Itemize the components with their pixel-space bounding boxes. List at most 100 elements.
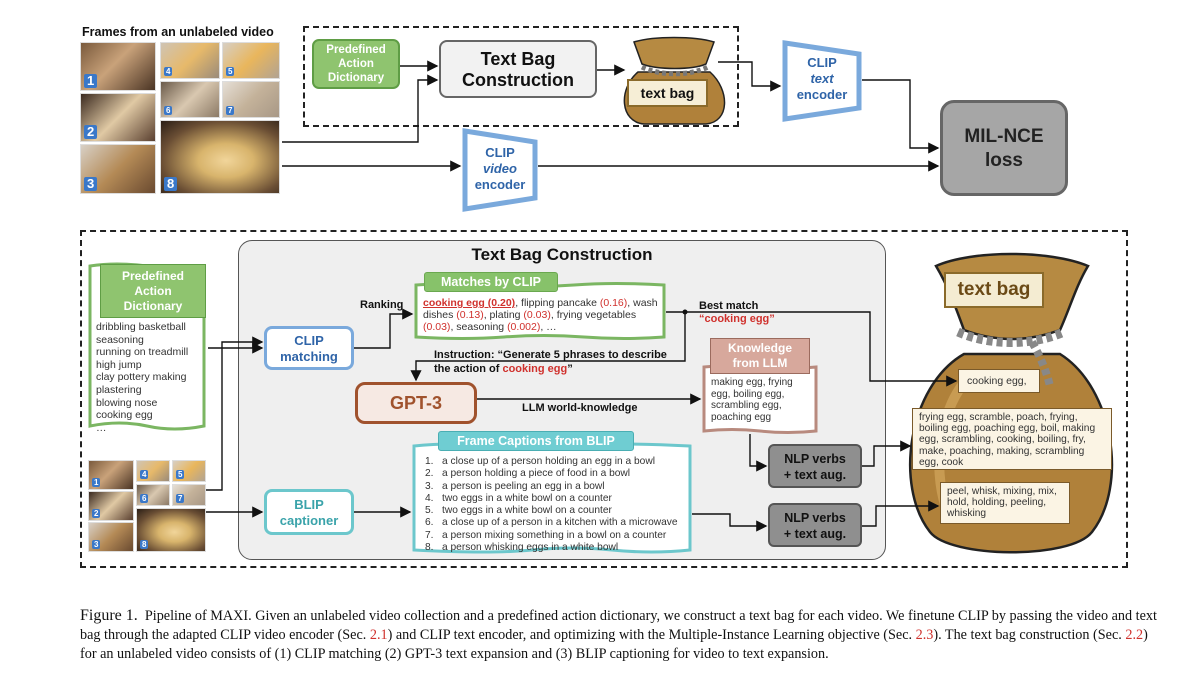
blip-line: captioner	[279, 513, 339, 528]
arrow-matching-to-matches	[354, 308, 414, 349]
match-score: (0.03)	[423, 320, 451, 333]
frame-number: 3	[84, 177, 98, 191]
instruction-line-2: the action of cooking egg”	[434, 362, 667, 376]
frame-number: 4	[140, 470, 149, 479]
video-frame: 4	[160, 42, 220, 79]
blip-captioner-box: BLIP captioner	[264, 489, 354, 535]
text-bag-construction-box: Text Bag Construction	[439, 40, 597, 98]
frame-number: 7	[176, 494, 185, 503]
caption-item: 7. a person mixing something in a bowl o…	[425, 529, 667, 541]
bag-llm-words: frying egg, scramble, poach, frying, boi…	[912, 408, 1112, 470]
caption-item: 1. a close up of a person holding an egg…	[425, 456, 655, 467]
caption-item: 3. a person is peeling an egg in a bowl	[425, 480, 605, 492]
predefined-line: Predefined	[121, 269, 184, 283]
ranking-label: Ranking	[360, 299, 404, 311]
gpt3-box: GPT-3	[355, 382, 477, 424]
caption-text: a person mixing something in a bowl on a…	[442, 529, 667, 541]
video-frame: 6	[136, 484, 170, 506]
dictionary-item: cooking egg	[96, 409, 153, 422]
match-score: (0.16)	[599, 297, 628, 309]
figure-label: Figure 1.	[80, 607, 138, 624]
caption-part: ). The text bag construction (Sec.	[933, 627, 1126, 643]
caption-text: a person whisking eggs in a white bowl	[442, 542, 619, 554]
clip-text-line: encoder	[796, 87, 848, 102]
video-frame: 8	[160, 120, 280, 194]
video-frame: 5	[222, 42, 280, 79]
arrow-nlp-to-bag-llm	[862, 440, 912, 467]
dictionary-item: …	[96, 421, 107, 434]
caption-text: a person is peeling an egg in a bowl	[442, 480, 605, 492]
arrow-nlp-to-bag-blip	[862, 500, 940, 527]
video-frame: 2	[88, 491, 134, 521]
match-text: , flipping pancake	[515, 297, 600, 309]
video-frame: 4	[136, 460, 170, 482]
video-frame: 7	[222, 81, 280, 118]
caption-ref[interactable]: 2.3	[915, 627, 934, 643]
video-frame: 1	[80, 42, 156, 91]
top-frames: 1 2 3 4 5 6 7 8	[80, 42, 280, 194]
match-text: , plating	[483, 308, 524, 321]
arrow-text-encoder-to-loss	[862, 79, 940, 154]
clip-matching-line: matching	[280, 349, 338, 364]
loss-line: MIL-NCE	[964, 126, 1044, 147]
caption-item: 5. two eggs in a white bowl on a counter	[425, 505, 612, 517]
predefined-dictionary-box: Predefined Action Dictionary	[312, 39, 400, 89]
text-bag-pipeline-region	[303, 26, 739, 127]
frame-number: 5	[226, 67, 235, 76]
dictionary-item: dribbling basketball	[96, 321, 186, 333]
captions-header: Frame Captions from BLIP	[438, 431, 634, 451]
instruction-text: Instruction: “Generate 5 phrases to desc…	[434, 348, 667, 376]
construction-line: Construction	[462, 70, 574, 90]
nlp-verbs-box-blip: NLP verbs + text aug.	[768, 503, 862, 547]
predefined-dictionary-header: Predefined Action Dictionary	[100, 264, 206, 318]
nlp-line: NLP verbs	[784, 452, 846, 466]
llm-world-knowledge-label: LLM world-knowledge	[522, 402, 638, 414]
knowledge-text: making egg, frying egg, boiling egg, scr…	[711, 377, 793, 423]
construction-line: Text Bag	[480, 49, 556, 69]
caption-ref[interactable]: 2.1	[369, 627, 388, 643]
predefined-line: Action	[134, 284, 172, 298]
clip-video-line: video	[483, 161, 517, 176]
text-bag-construction-detail	[80, 230, 1128, 568]
bottom-frames: 1 2 3 4 5 6 7 8	[88, 460, 206, 552]
frame-number: 5	[176, 470, 185, 479]
clip-video-encoder-shape	[462, 128, 538, 212]
bag-rope	[956, 327, 1066, 347]
matches-text: cooking egg (0.20), flipping pancake (0.…	[423, 297, 659, 333]
video-frame: 7	[172, 484, 206, 506]
match-text: , seasoning	[450, 320, 508, 333]
clip-text-encoder-shape	[782, 40, 862, 122]
instruction-action: cooking egg	[502, 363, 568, 375]
frame-number: 3	[92, 540, 101, 549]
match-score: (0.03)	[523, 308, 551, 321]
dictionary-item: running on treadmill	[96, 346, 189, 359]
caption-text: two eggs in a white bowl on a counter	[442, 505, 612, 517]
mil-nce-loss-box: MIL-NCE loss	[940, 100, 1068, 196]
construction-panel-title: Text Bag Construction	[471, 245, 653, 264]
knowledge-line: Knowledge	[727, 341, 792, 355]
caption-ref[interactable]: 2.2	[1125, 627, 1144, 643]
arrow-best-to-bag	[685, 311, 958, 387]
knowledge-header: Knowledge from LLM	[710, 338, 810, 374]
loss-line: loss	[984, 150, 1024, 171]
dictionary-items: dribbling basketball seasoning running o…	[96, 321, 206, 434]
dictionary-item: blowing nose	[96, 396, 158, 409]
match-text: , wash dishes	[423, 297, 658, 321]
arrow-frames-to-matching	[206, 336, 264, 491]
frame-number: 1	[92, 478, 101, 487]
clip-text-encoder-label: CLIP text encoder	[782, 55, 862, 103]
captions-list: 1. a close up of a person holding an egg…	[425, 456, 687, 554]
bag-rope-tail	[1028, 340, 1054, 387]
nlp-line: + text aug.	[783, 527, 847, 541]
frame-number: 2	[92, 509, 101, 518]
arrow-bag-to-text-encoder	[718, 61, 782, 92]
caption-part: ) and CLIP text encoder, and optimizing …	[387, 627, 916, 643]
bag-blip-words: peel, whisk, mixing, mix, hold, holding,…	[940, 482, 1070, 524]
clip-matching-box: CLIP matching	[264, 326, 354, 370]
caption-part: ) for an unlabeled video consists of (1)…	[80, 627, 1148, 662]
clip-video-encoder-label: CLIP video encoder	[462, 145, 538, 193]
frames-title: Frames from an unlabeled video	[82, 25, 274, 39]
dictionary-item: high jump	[96, 358, 142, 371]
bag-top	[633, 36, 715, 70]
video-frame: 3	[80, 144, 156, 194]
